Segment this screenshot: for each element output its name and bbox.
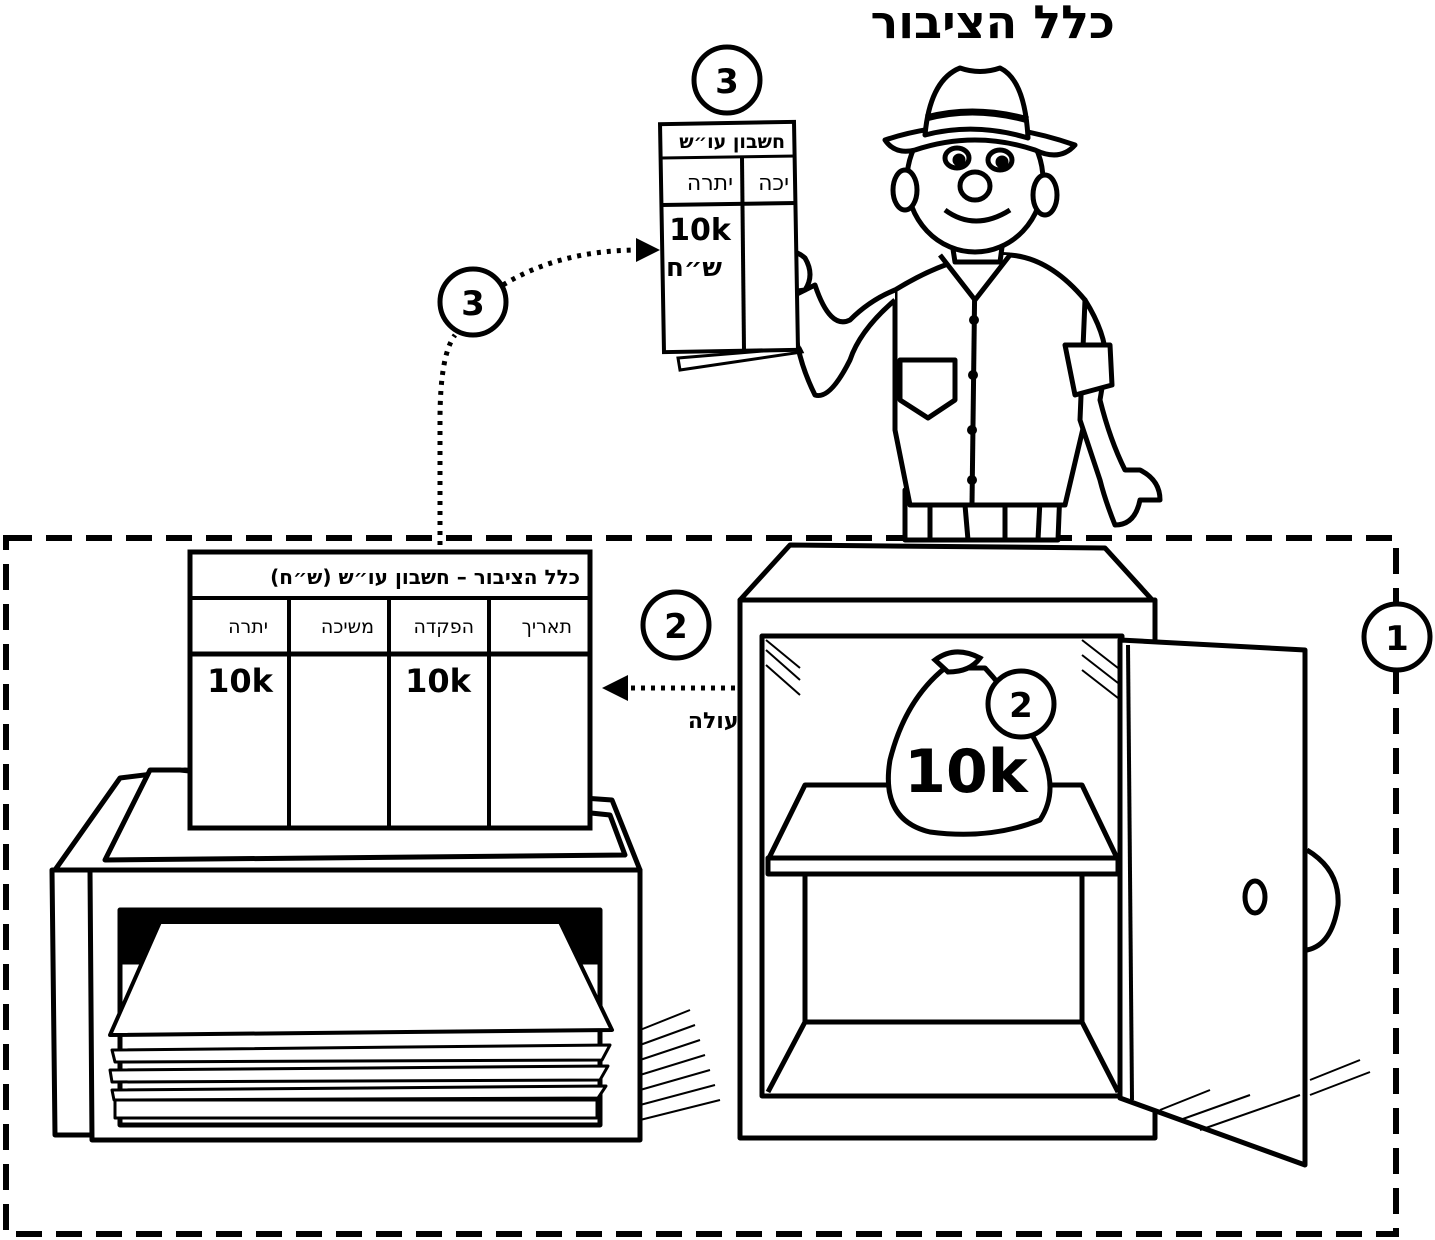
statement-col-credit: יכה	[758, 171, 789, 196]
statement-balance-value: 10k	[669, 213, 732, 248]
statement-header: חשבון עו״ש	[679, 131, 785, 153]
bag-value: 10k	[904, 737, 1029, 807]
account-statement: חשבון עו״ש יכה יתרה 10k ש״ח	[660, 122, 802, 370]
ledger-deposit-value: 10k	[405, 662, 472, 700]
ledger-header: כלל הציבור – חשבון עו״ש (ש״ח)	[270, 565, 580, 589]
statement-balance-unit: ש״ח	[666, 253, 722, 283]
step3-arrow-marker: 3	[440, 269, 506, 335]
svg-text:3: 3	[715, 62, 739, 102]
svg-text:3: 3	[461, 284, 485, 324]
step2-arrowhead	[602, 675, 628, 701]
statement-col-balance: יתרה	[687, 171, 733, 196]
ledger-col-deposit: הפקדה	[413, 616, 474, 638]
step2-bag-marker: 2	[988, 671, 1054, 737]
ledger-col-date: תאריך	[522, 616, 572, 638]
ledger-col-balance: יתרה	[228, 616, 268, 638]
step2-arrow-marker: 2	[643, 592, 709, 658]
svg-text:1: 1	[1385, 619, 1409, 659]
ledger-sheet: כלל הציבור – חשבון עו״ש (ש״ח) תאריך הפקד…	[190, 552, 590, 828]
step3-statement-marker: 3	[694, 47, 760, 113]
step1-marker: 1	[1364, 604, 1430, 670]
ledger-balance-value: 10k	[207, 662, 274, 700]
svg-text:2: 2	[664, 607, 688, 647]
ledger-col-withdrawal: משיכה	[321, 616, 374, 638]
diagram-title: כלל הציבור	[871, 0, 1115, 49]
step3-arrowhead	[636, 238, 660, 262]
bank-safe	[740, 545, 1370, 1165]
public-person-figure	[778, 68, 1161, 540]
svg-text:2: 2	[1009, 686, 1033, 726]
